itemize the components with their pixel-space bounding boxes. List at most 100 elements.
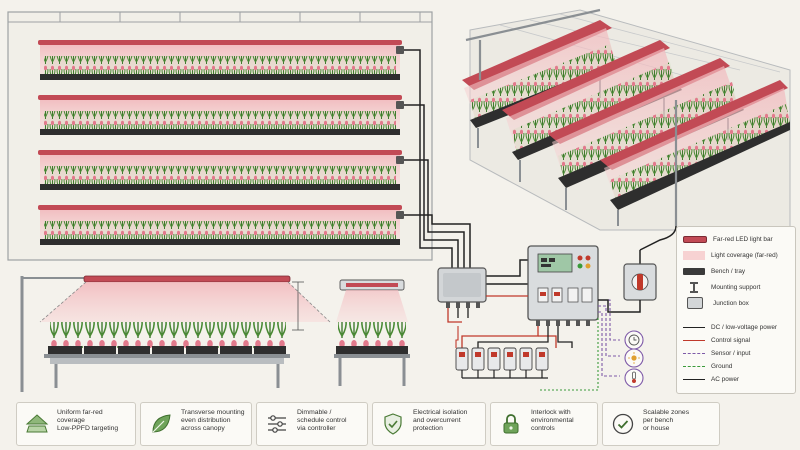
mounting-support-icon	[683, 282, 705, 293]
feature-card-scalable: Scalable zones per bench or house	[602, 402, 720, 446]
feature-line: even distribution	[181, 417, 231, 424]
junction-box-swatch	[687, 297, 703, 309]
feature-line: Scalable zones	[643, 409, 690, 416]
legend-label: Light coverage (far-red)	[711, 251, 778, 259]
ground-line	[540, 318, 599, 391]
iso-bench-4	[600, 80, 790, 226]
legend-label: AC power	[711, 375, 740, 383]
shield-icon	[384, 413, 402, 435]
feature-card-coverage: Uniform far-red coverage Low-PPFD target…	[16, 402, 136, 446]
driver-modules	[455, 347, 549, 378]
legend-item-ground: Ground	[683, 360, 732, 372]
feature-line: via controller	[297, 425, 336, 432]
junction-box-drops	[447, 308, 469, 323]
feature-card-interlock: Interlock with environmental controls	[490, 402, 598, 446]
check-icon	[612, 413, 634, 435]
dc-power-cables	[404, 49, 528, 285]
canopy-icon	[25, 414, 49, 433]
far-red-light-bar	[38, 95, 402, 100]
tulip-canopy	[50, 322, 286, 348]
feature-line: schedule control	[297, 417, 347, 424]
far-red-light-bar	[38, 150, 402, 155]
feature-line: environmental	[531, 417, 574, 424]
temperature-sensor-icon	[624, 368, 644, 388]
legend-item-dc-power: DC / low-voltage power	[683, 321, 777, 333]
cross-section-detail	[20, 275, 331, 392]
feature-line: across canopy	[181, 425, 225, 432]
far-red-light-bar	[38, 205, 402, 210]
ground-line-swatch	[683, 365, 705, 367]
legend-item-control-signal: Control signal	[683, 334, 750, 346]
legend-item-junction-box: Junction box	[683, 297, 749, 309]
control-signal-lines	[461, 295, 557, 348]
bench-row-2	[38, 95, 404, 135]
legend-label: Far-red LED light bar	[713, 235, 773, 243]
far-red-light-bar	[38, 40, 402, 45]
legend-item-sensor: Sensor / input	[683, 347, 750, 359]
bench-tray	[40, 129, 400, 135]
sensor-line-swatch	[683, 352, 705, 354]
small-section-detail	[334, 279, 410, 386]
light-sensor-icon	[624, 348, 644, 368]
bench-row-4	[38, 205, 404, 245]
feature-line: or house	[643, 425, 670, 432]
legend-item-mount: Mounting support	[683, 281, 760, 293]
coverage-swatch	[683, 250, 705, 260]
junction-box	[437, 267, 487, 308]
legend-item-ac-power: AC power	[683, 373, 739, 385]
tulip-canopy	[44, 166, 396, 184]
timer-sensor-icon	[624, 330, 644, 350]
far-red-light-bar	[83, 275, 291, 283]
feature-line: Interlock with	[531, 409, 571, 416]
controller-display	[537, 253, 573, 273]
feature-line: Dimmable /	[297, 409, 332, 416]
legend-item-coverage: Light coverage (far-red)	[683, 249, 778, 261]
leaf-icon	[152, 414, 171, 433]
feature-line: Uniform far-red	[57, 409, 103, 416]
bench-row-1	[38, 40, 404, 80]
driver-power-lines	[477, 326, 573, 348]
legend-label: DC / low-voltage power	[711, 323, 778, 331]
bench-tray	[40, 74, 400, 80]
feature-line: Electrical isolation	[413, 409, 468, 416]
dc-power-line-swatch	[683, 326, 705, 328]
sensors	[624, 330, 644, 388]
feature-line: Transverse mounting	[181, 409, 245, 416]
isometric-greenhouse	[462, 8, 791, 251]
bench-tray	[40, 239, 400, 245]
feature-line: Low-PPFD targeting	[57, 425, 119, 432]
feature-card-isolation: Electrical isolation and overcurrent pro…	[372, 402, 486, 446]
legend-item-light-bar: Far-red LED light bar	[683, 233, 773, 245]
ac-power-line-swatch	[683, 378, 705, 380]
legend-label: Control signal	[711, 336, 751, 344]
feature-line: controls	[531, 425, 555, 432]
legend-panel: Far-red LED light bar Light coverage (fa…	[676, 226, 796, 394]
feature-line: per bench	[643, 417, 674, 424]
legend-label: Bench / tray	[711, 267, 746, 275]
legend-label: Junction box	[713, 299, 749, 307]
sliders-icon	[268, 415, 286, 433]
feature-card-mounting: Transverse mounting even distribution ac…	[140, 402, 252, 446]
lighting-controller	[527, 245, 599, 326]
ac-disconnect-switch	[598, 250, 657, 313]
bench-row-3	[38, 150, 404, 190]
feature-line: and overcurrent	[413, 417, 461, 424]
tulip-canopy	[44, 56, 396, 74]
control-signal-line-swatch	[683, 339, 705, 341]
legend-label: Mounting support	[711, 283, 761, 291]
legend-label: Ground	[711, 362, 733, 370]
tulip-canopy	[44, 111, 396, 129]
light-coverage	[40, 282, 330, 322]
legend-item-bench: Bench / tray	[683, 265, 745, 277]
feature-line: coverage	[57, 417, 85, 424]
feature-line: protection	[413, 425, 443, 432]
bench-swatch	[683, 267, 705, 275]
light-bar-swatch	[683, 235, 707, 243]
tulip-canopy	[44, 221, 396, 239]
feature-card-dimmable: Dimmable / schedule control via controll…	[256, 402, 368, 446]
lock-icon	[503, 414, 519, 434]
legend-label: Sensor / input	[711, 349, 751, 357]
bench-tray	[40, 184, 400, 190]
